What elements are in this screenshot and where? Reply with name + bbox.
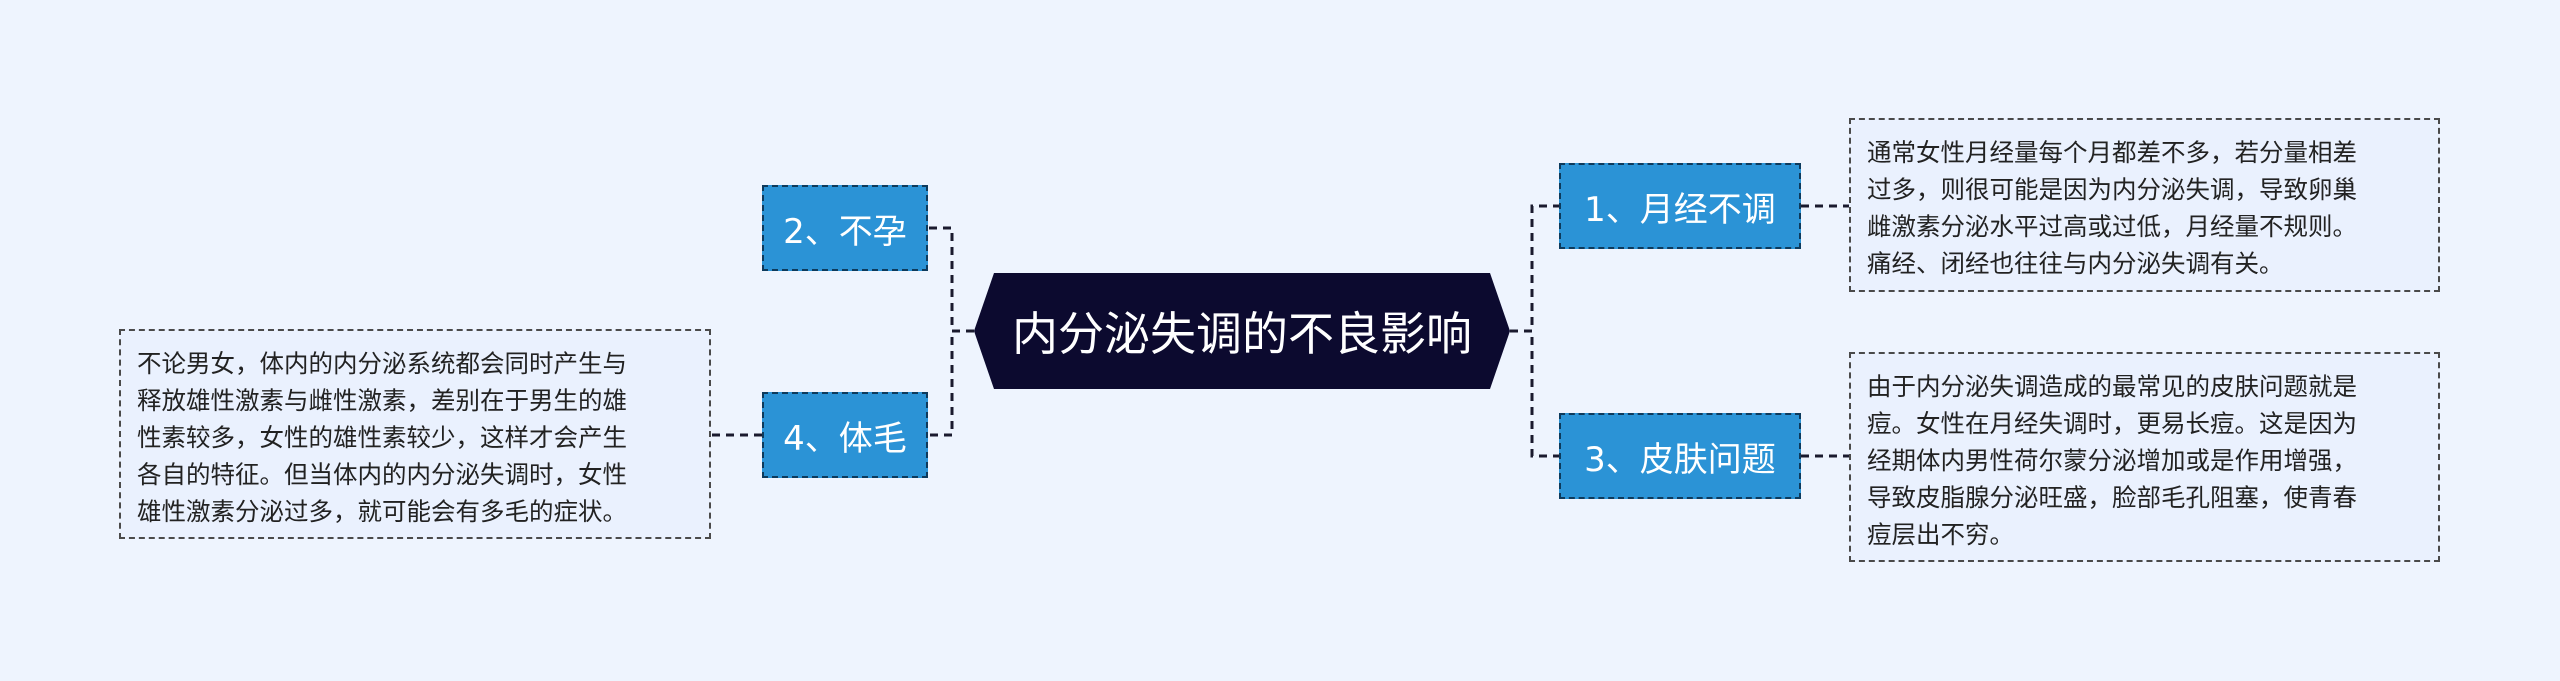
detail-body-hair[interactable]: 不论男女，体内的内分泌系统都会同时产生与 释放雄性激素与雌性激素，差别在于男生的… (119, 329, 711, 539)
detail-line: 通常女性月经量每个月都差不多，若分量相差 (1867, 138, 2357, 167)
central-topic[interactable]: 内分泌失调的不良影响 (974, 273, 1510, 389)
topic-skin-problems[interactable]: 3、皮肤问题 (1559, 413, 1801, 499)
detail-line: 各自的特征。但当体内的内分泌失调时，女性 (137, 460, 627, 489)
connector-center-t3 (1510, 329, 1559, 458)
topic-infertility[interactable]: 2、不孕 (762, 185, 928, 271)
detail-line: 痛经、闭经也往往与内分泌失调有关。 (1867, 249, 2284, 278)
detail-line: 痘层出不穷。 (1867, 520, 2014, 549)
connector-center-t2 (928, 226, 974, 333)
detail-line: 性素较多，女性的雄性素较少，这样才会产生 (137, 423, 627, 452)
detail-line: 不论男女，体内的内分泌系统都会同时产生与 (137, 349, 627, 378)
detail-line: 雌激素分泌水平过高或过低，月经量不规则。 (1867, 212, 2357, 241)
connector-center-t1 (1510, 204, 1559, 333)
detail-line: 雄性激素分泌过多，就可能会有多毛的症状。 (137, 497, 627, 526)
topic-body-hair[interactable]: 4、体毛 (762, 392, 928, 478)
topic-menstrual-irregularity[interactable]: 1、月经不调 (1559, 163, 1801, 249)
detail-line: 由于内分泌失调造成的最常见的皮肤问题就是 (1867, 372, 2357, 401)
connector-center-t4 (928, 329, 974, 437)
detail-menstrual-irregularity[interactable]: 通常女性月经量每个月都差不多，若分量相差 过多，则很可能是因为内分泌失调，导致卵… (1849, 118, 2440, 292)
detail-line: 痘。女性在月经失调时，更易长痘。这是因为 (1867, 409, 2357, 438)
detail-line: 导致皮脂腺分泌旺盛，脸部毛孔阻塞，使青春 (1867, 483, 2357, 512)
detail-line: 释放雄性激素与雌性激素，差别在于男生的雄 (137, 386, 627, 415)
detail-line: 经期体内男性荷尔蒙分泌增加或是作用增强， (1867, 446, 2357, 475)
detail-skin-problems[interactable]: 由于内分泌失调造成的最常见的皮肤问题就是 痘。女性在月经失调时，更易长痘。这是因… (1849, 352, 2440, 562)
detail-line: 过多，则很可能是因为内分泌失调，导致卵巢 (1867, 175, 2357, 204)
